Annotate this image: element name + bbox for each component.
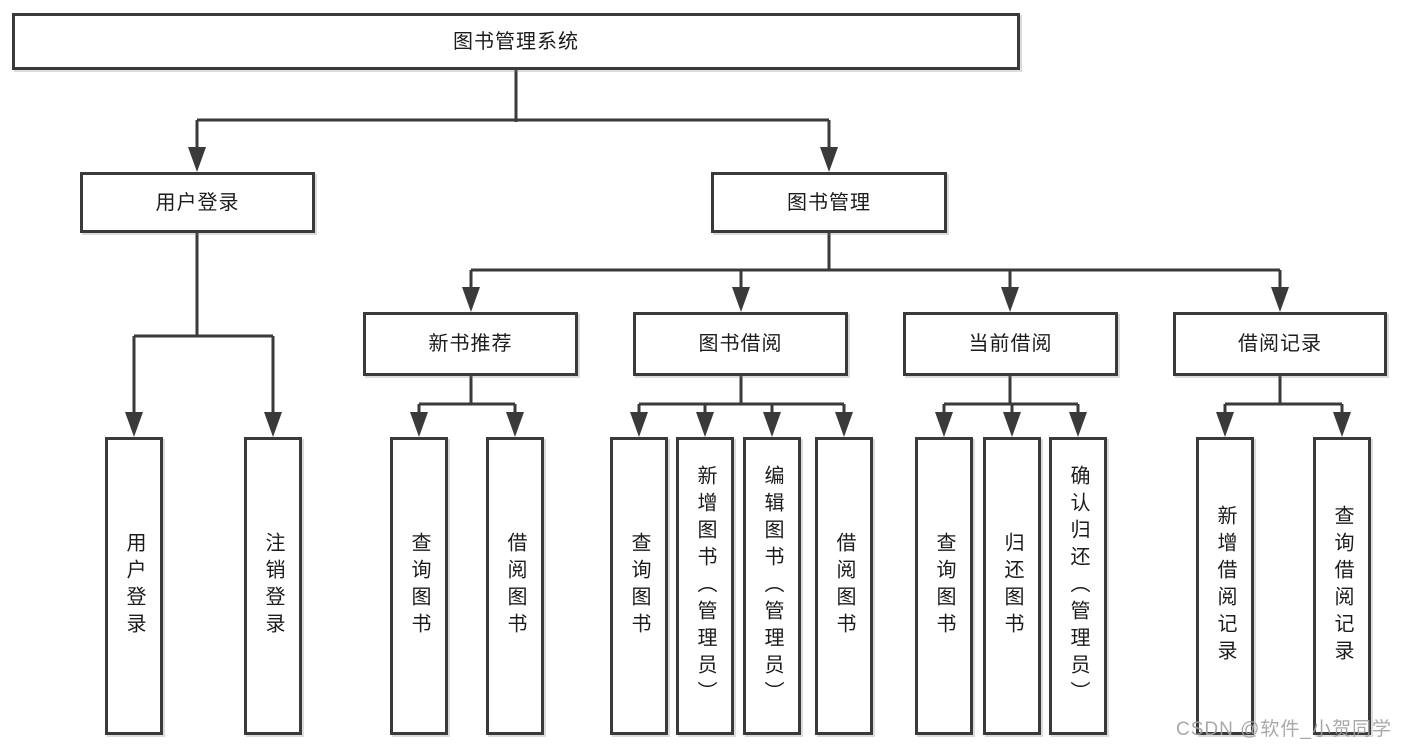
leaf-user-login: 用户登录 [105,437,163,735]
node-user-login: 用户登录 [80,172,315,233]
leaf-label: 用户登录 [123,532,145,640]
leaf-query-books-borrowing: 查询图书 [610,437,668,735]
leaf-logout: 注销登录 [244,437,302,735]
leaf-label: 查询借阅记录 [1331,505,1353,667]
node-library-management-system: 图书管理系统 [12,13,1020,70]
leaf-confirm-return-admin: 确认归还（管理员） [1049,437,1107,735]
node-new-book-recommend: 新书推荐 [363,312,578,376]
leaf-label: 查询图书 [628,532,650,640]
node-current-borrowing: 当前借阅 [903,312,1118,376]
node-label: 图书管理系统 [453,30,579,53]
node-book-borrowing: 图书借阅 [633,312,848,376]
leaf-edit-books-admin: 编辑图书（管理员） [743,437,801,735]
node-label: 图书借阅 [698,333,783,355]
leaf-label: 借阅图书 [504,532,526,640]
leaf-add-books-admin: 新增图书（管理员） [676,437,734,735]
node-label: 当前借阅 [968,333,1053,355]
leaf-label: 确认归还（管理员） [1067,464,1089,708]
leaf-query-borrow-record: 查询借阅记录 [1313,437,1371,735]
arrowheads [125,147,1351,437]
node-label: 图书管理 [787,191,871,214]
node-borrowing-records: 借阅记录 [1173,312,1387,376]
leaf-borrow-books-recommend: 借阅图书 [486,437,544,735]
leaf-label: 查询图书 [933,532,955,640]
node-label: 借阅记录 [1238,333,1322,355]
leaf-borrow-books: 借阅图书 [815,437,873,735]
leaf-return-books: 归还图书 [983,437,1041,735]
leaf-label: 归还图书 [1001,532,1023,640]
node-book-management: 图书管理 [711,172,947,233]
node-label: 用户登录 [155,191,240,214]
node-label: 新书推荐 [428,333,513,355]
tree-wire-path [132,70,1344,416]
leaf-label: 新增借阅记录 [1214,505,1236,667]
leaf-query-books-current: 查询图书 [915,437,973,735]
leaf-label: 查询图书 [408,532,430,640]
leaf-add-borrow-record: 新增借阅记录 [1196,437,1254,735]
csdn-watermark: CSDN @软件_小贺同学 [1176,719,1392,740]
leaf-query-books-recommend: 查询图书 [390,437,448,735]
leaf-label: 借阅图书 [833,532,855,640]
leaf-label: 注销登录 [262,532,284,640]
leaf-label: 新增图书（管理员） [694,464,716,708]
leaf-label: 编辑图书（管理员） [761,464,783,708]
